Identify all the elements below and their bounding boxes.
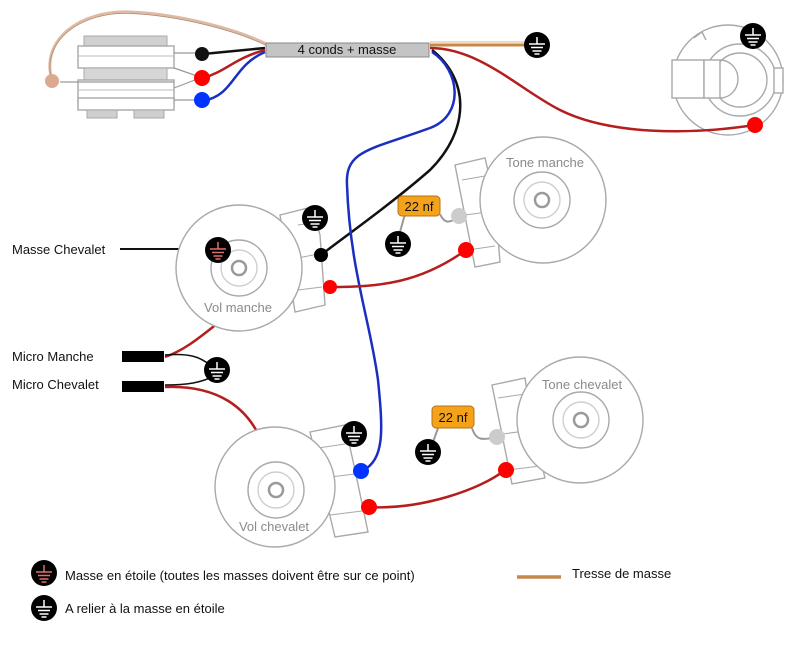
- cap-manche-ground-icon: [384, 230, 412, 258]
- vol-chevalet-ground-icon: [340, 420, 368, 448]
- pickups-ground-icon: [203, 356, 231, 384]
- black-wire-to-vol-manche: [320, 49, 462, 256]
- star-ground-icon: [204, 236, 232, 264]
- jack-ground-icon: [739, 22, 767, 50]
- node-red-tone-chevalet: [498, 462, 514, 478]
- capacitor-label: 22 nf: [439, 410, 468, 425]
- red-wire-to-jack: [429, 46, 756, 133]
- node-red-vol-chevalet: [361, 499, 377, 515]
- pot-tone-chevalet: Tone chevalet: [491, 356, 644, 485]
- switch-ground-node: [45, 74, 59, 88]
- blue-wire: [202, 50, 266, 103]
- cap-chevalet-ground-icon: [414, 438, 442, 466]
- legend-braid-text: Tresse de masse: [572, 566, 671, 581]
- cable-box: 4 conds + masse: [265, 42, 430, 58]
- node-blue-switch: [194, 92, 210, 108]
- pot-tone-manche: Tone manche: [454, 136, 607, 268]
- node-red-switch: [194, 70, 210, 86]
- output-jack: [671, 24, 784, 136]
- label-micro-manche: Micro Manche: [12, 349, 94, 364]
- braid-ground-icon: [523, 31, 551, 59]
- legend-ground-text: A relier à la masse en étoile: [65, 601, 225, 616]
- node-black-vol-manche: [314, 248, 328, 262]
- legend-star-ground-text: Masse en étoile (toutes les masses doive…: [65, 568, 415, 583]
- black-wire: [202, 46, 266, 56]
- pickup-manche-lead: [122, 351, 164, 362]
- node-red-tone-manche: [458, 242, 474, 258]
- legend-star-ground-icon: [30, 559, 58, 587]
- capacitor-label: 22 nf: [405, 199, 434, 214]
- pot-vol-manche: Vol manche: [175, 204, 326, 332]
- label-masse-chevalet: Masse Chevalet: [12, 242, 106, 257]
- pot-label-vol-chevalet: Vol chevalet: [239, 519, 309, 534]
- cable-label: 4 conds + masse: [298, 42, 397, 57]
- pickup-chevalet-lead: [122, 381, 164, 392]
- pot-label-tone-chevalet: Tone chevalet: [542, 377, 623, 392]
- node-gray-tone-manche: [451, 208, 467, 224]
- capacitor-chevalet: 22 nf: [431, 405, 475, 429]
- legend: Masse en étoile (toutes les masses doive…: [30, 559, 671, 622]
- pot-label-tone-manche: Tone manche: [506, 155, 584, 170]
- node-red-jack: [747, 117, 763, 133]
- selector-switch: [60, 35, 201, 119]
- switch-braid-wire: [48, 10, 271, 81]
- pot-vol-chevalet: Vol chevalet: [214, 424, 369, 548]
- blue-wire-to-vol-chevalet: [345, 50, 456, 473]
- vol-manche-ground-icon: [301, 204, 329, 232]
- node-black-switch: [195, 47, 209, 61]
- node-gray-tone-chevalet: [489, 429, 505, 445]
- legend-ground-icon: [30, 594, 58, 622]
- label-micro-chevalet: Micro Chevalet: [12, 377, 99, 392]
- pot-label-vol-manche: Vol manche: [204, 300, 272, 315]
- node-red-vol-manche: [323, 280, 337, 294]
- node-blue-vol-chevalet: [353, 463, 369, 479]
- capacitor-manche: 22 nf: [397, 195, 441, 217]
